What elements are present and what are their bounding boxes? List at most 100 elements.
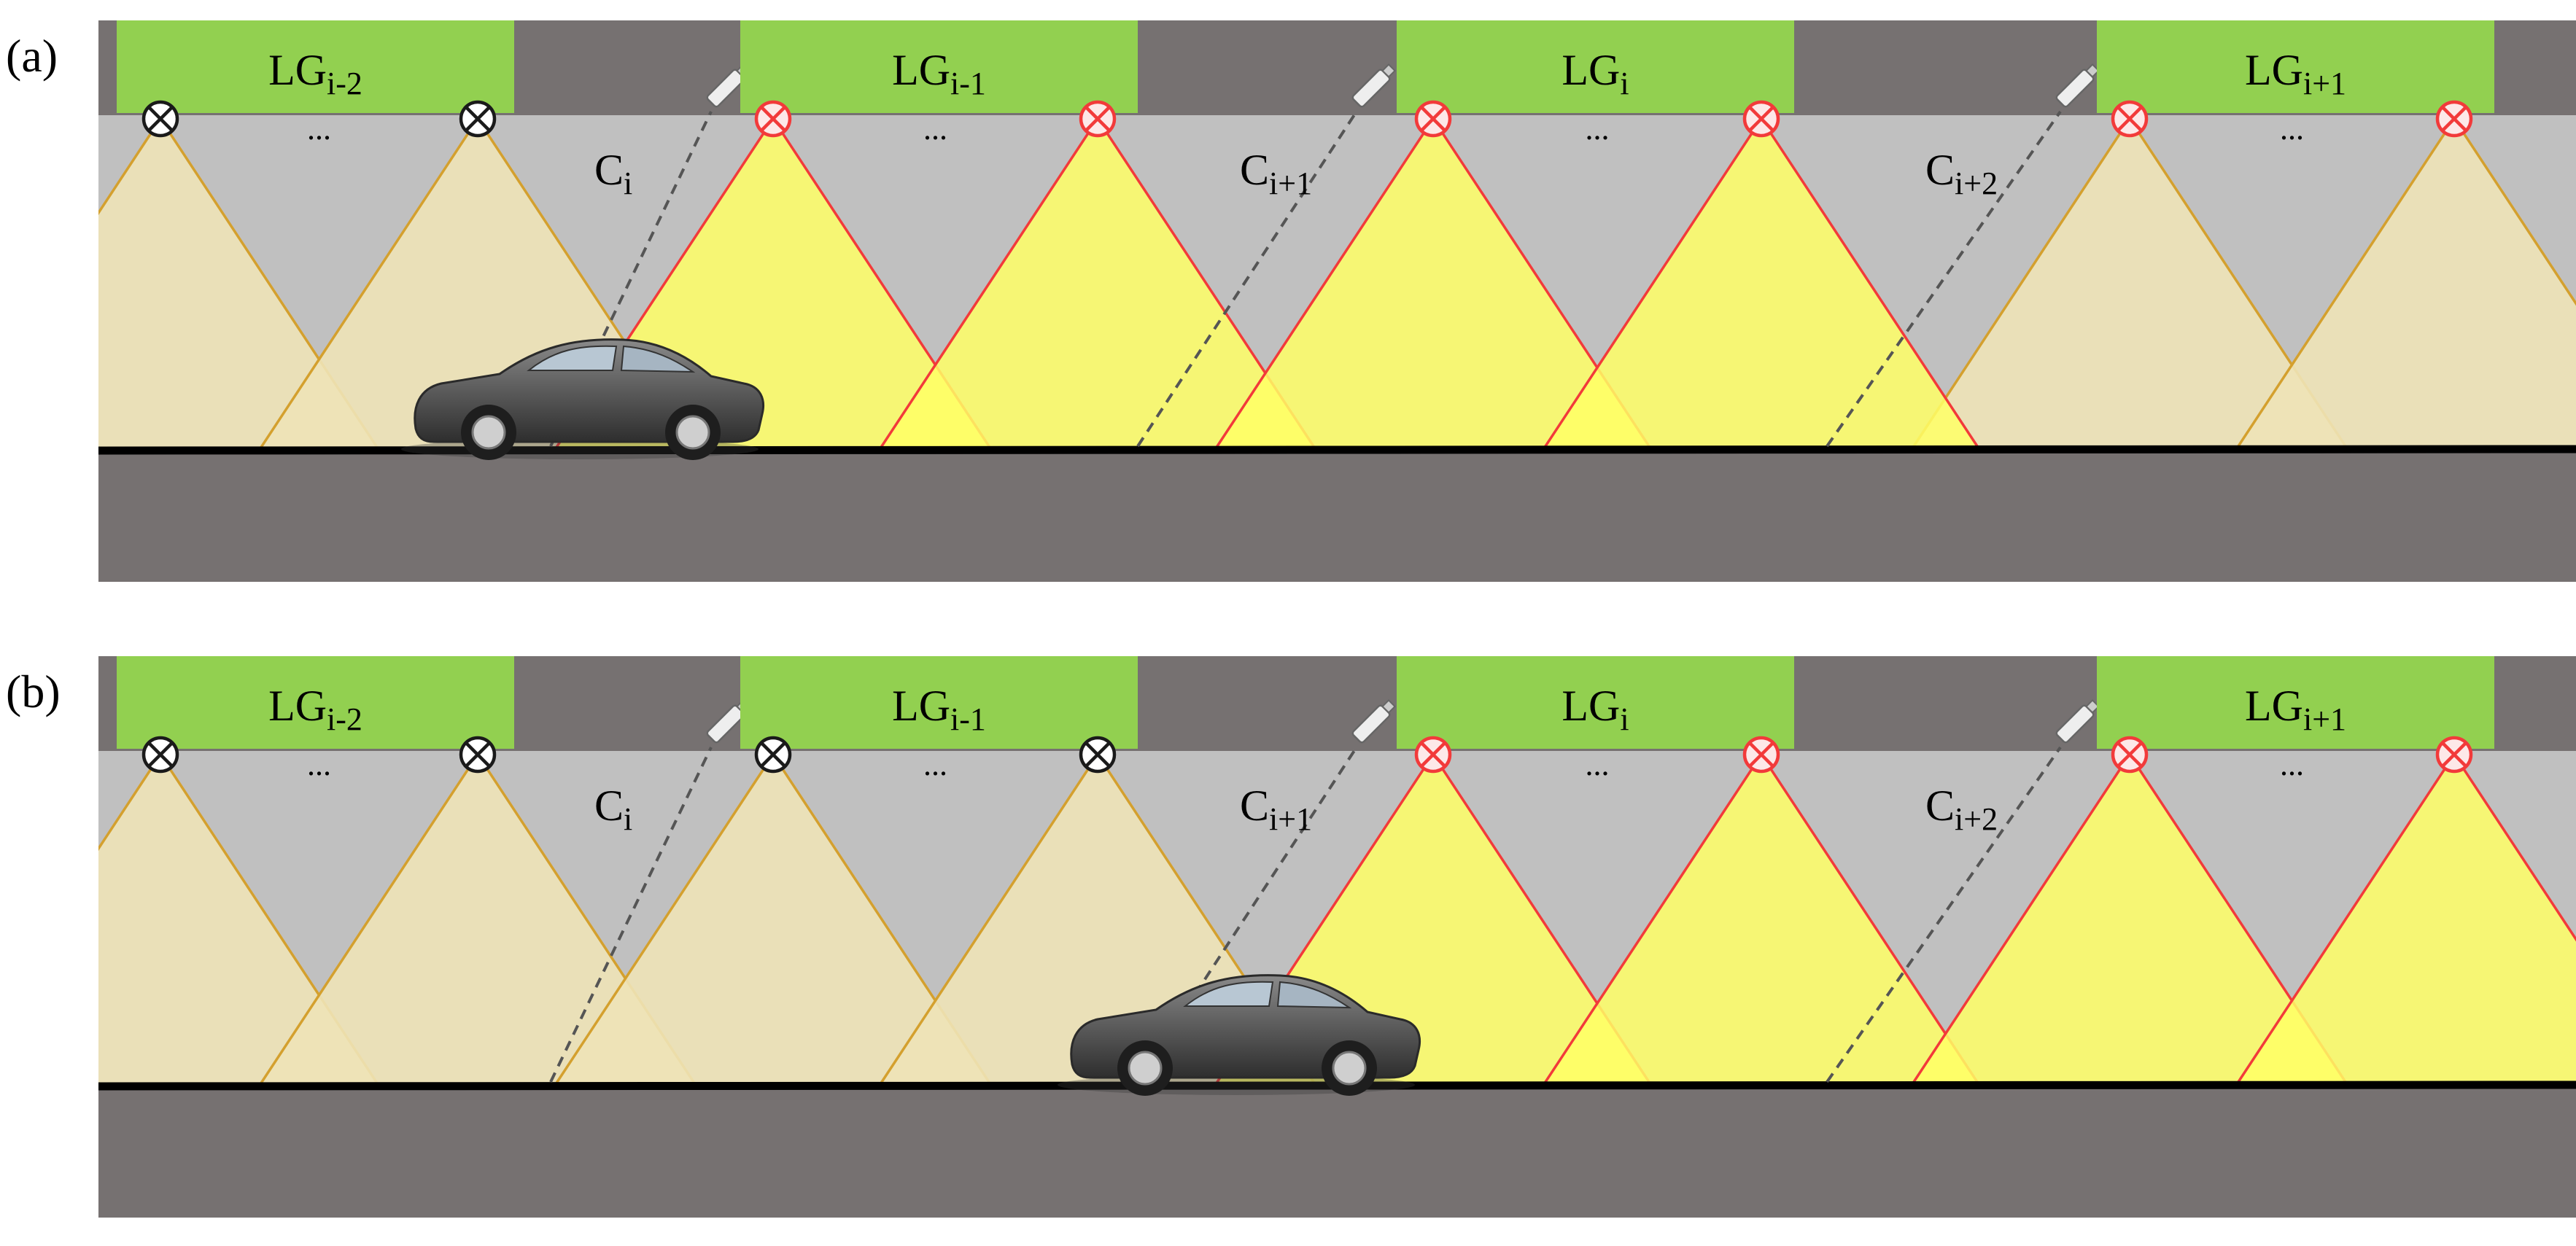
label-main: C <box>594 782 624 830</box>
camera-label: Ci <box>594 782 632 837</box>
lamp-on-icon <box>2435 736 2473 774</box>
camera-label: Ci+2 <box>1925 782 1998 837</box>
label-subscript: i <box>624 801 632 837</box>
car-hubcap <box>1128 1051 1163 1086</box>
lamp-cross <box>760 106 786 132</box>
lamp-cross <box>1085 106 1111 132</box>
car <box>401 338 764 460</box>
lamp-off-icon <box>141 736 179 774</box>
label-subscript: i-1 <box>950 701 986 737</box>
label-main: C <box>594 146 624 194</box>
lighting-group-box <box>2097 656 2494 749</box>
camera-label: Ci+1 <box>1240 146 1312 201</box>
lighting-group-label: LGi-1 <box>892 46 986 101</box>
label-main: C <box>1925 782 1955 830</box>
label-subscript: i-2 <box>327 66 362 101</box>
car-hubcap <box>1332 1051 1367 1086</box>
lamp-on-icon <box>2111 100 2149 138</box>
label-subscript: i+1 <box>2303 66 2346 101</box>
lamp-ellipsis: ... <box>923 111 947 147</box>
lamp-cross <box>1420 106 1446 132</box>
lamp-on-icon <box>1079 100 1117 138</box>
lamp-cross <box>1085 741 1111 768</box>
camera-lens <box>2085 699 2100 714</box>
label-subscript: i+1 <box>2303 701 2346 737</box>
lamp-cross <box>2117 741 2143 768</box>
road <box>98 451 2576 582</box>
car <box>1058 974 1421 1096</box>
lighting-group-label: LGi+1 <box>2245 682 2346 737</box>
label-main: LG <box>1561 46 1620 94</box>
lighting-group-label: LGi <box>1561 682 1629 737</box>
lighting-group-box <box>1397 656 1794 749</box>
lamp-ellipsis: ... <box>2280 747 2304 782</box>
road-surface-line <box>98 445 2576 455</box>
lamp-ellipsis: ... <box>1586 747 1610 782</box>
lighting-group-2: LGi <box>1397 656 1794 749</box>
lamp-ellipsis: ... <box>923 747 947 782</box>
lighting-group-label: LGi+1 <box>2245 46 2346 101</box>
lamp-cross <box>1748 106 1774 132</box>
lighting-group-box <box>2097 20 2494 113</box>
lighting-group-label: LGi-2 <box>268 682 362 737</box>
label-subscript: i <box>1620 66 1629 101</box>
road <box>98 1086 2576 1218</box>
label-main: C <box>1240 146 1269 194</box>
lamp-on-icon <box>1414 100 1452 138</box>
lighting-group-0: LGi-2 <box>117 20 514 113</box>
car-front-window <box>1183 981 1274 1007</box>
camera-sight-line <box>1136 110 1358 448</box>
lamp-ellipsis: ... <box>307 111 331 147</box>
lamp-cross <box>2441 106 2467 132</box>
camera-sight-line <box>549 747 713 1083</box>
lighting-group-1: LGi-1 <box>740 20 1138 113</box>
label-main: LG <box>1561 682 1620 730</box>
camera-sight-line <box>1826 746 2062 1083</box>
lamp-cross <box>760 741 786 768</box>
camera-lens <box>2085 63 2100 78</box>
label-subscript: i+1 <box>1269 801 1312 837</box>
lighting-group-box <box>117 20 514 113</box>
lamp-cross <box>1748 741 1774 768</box>
lamp-cross <box>147 106 174 132</box>
lighting-group-label: LGi <box>1561 46 1629 101</box>
camera-lens <box>1381 699 1396 714</box>
lamp-cross <box>2441 741 2467 768</box>
lamp-off-icon <box>459 736 497 774</box>
camera-label: Ci+1 <box>1240 782 1312 837</box>
label-subscript: i <box>1620 701 1629 737</box>
label-subscript: i-2 <box>327 701 362 737</box>
lamp-on-icon <box>2435 100 2473 138</box>
panel-tag: (b) <box>6 666 61 717</box>
label-subscript: i <box>624 166 632 201</box>
camera-icon <box>1351 699 1396 744</box>
camera-icon <box>1351 63 1396 108</box>
label-subscript: i+2 <box>1955 166 1998 201</box>
lamp-cross <box>2117 106 2143 132</box>
label-main: LG <box>268 682 327 730</box>
lighting-group-box <box>740 20 1138 113</box>
label-subscript: i+1 <box>1269 166 1312 201</box>
lamp-cross <box>465 106 491 132</box>
car-hubcap <box>471 415 506 450</box>
lighting-group-label: LGi-1 <box>892 682 986 737</box>
lamp-cross <box>1420 741 1446 768</box>
camera-icon <box>2055 699 2100 744</box>
label-main: LG <box>2245 682 2303 730</box>
lamp-on-icon <box>2111 736 2149 774</box>
car-rear-window <box>1276 981 1352 1009</box>
lighting-group-1: LGi-1 <box>740 656 1138 749</box>
lighting-group-label: LGi-2 <box>268 46 362 101</box>
lamp-cross <box>465 741 491 768</box>
label-main: LG <box>268 46 327 94</box>
lamp-off-icon <box>141 100 179 138</box>
label-subscript: i+2 <box>1955 801 1998 837</box>
lighting-group-3: LGi+1 <box>2097 656 2494 749</box>
panel-tag: (a) <box>6 30 58 82</box>
camera-label: Ci <box>594 146 632 201</box>
lighting-group-3: LGi+1 <box>2097 20 2494 113</box>
